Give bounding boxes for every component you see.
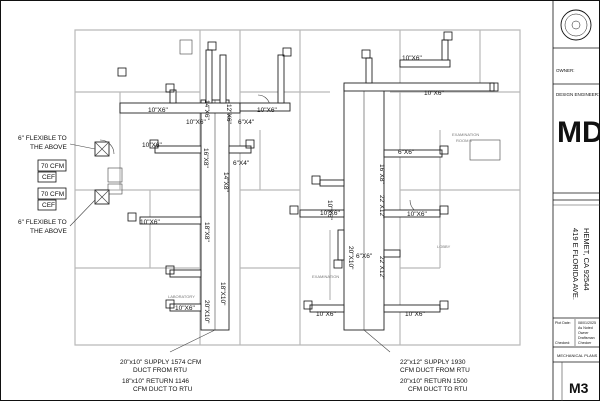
flex-note-top-line1: 6" FLEXIBLE TO xyxy=(18,135,67,142)
flex-note-bottom-line2: THE ABOVE xyxy=(30,228,68,235)
sheet-title: MECHANICAL PLANS xyxy=(557,353,598,358)
duct-size: 10"X6" xyxy=(257,107,277,114)
diffuser xyxy=(207,41,217,51)
return-right-line1: 20"x10" RETURN 1500 xyxy=(400,378,468,385)
duct-size: 16"X8" xyxy=(202,148,209,168)
title-block: OWNER: DESIGN ENGINEER: MD 419 E FLORIDA… xyxy=(552,0,600,401)
flex-note-bottom-line1: 6" FLEXIBLE TO xyxy=(18,219,67,226)
duct-size: 6"X4" xyxy=(233,160,250,167)
diffuser xyxy=(149,139,159,149)
room-name: EXAMINATION xyxy=(312,274,339,279)
diffuser xyxy=(361,49,371,59)
company-logo: MD xyxy=(557,116,600,149)
diffuser xyxy=(165,299,175,309)
scale-note: As Noted xyxy=(578,326,593,330)
upper-right-branch xyxy=(343,82,495,92)
duct-size: 10"X6" xyxy=(320,210,340,217)
return-right-line2: CFM DUCT TO RTU xyxy=(408,386,468,393)
duct-size: 14"X8" xyxy=(222,172,229,192)
bottom-callouts: 20"x10" SUPPLY 1574 CFM DUCT FROM RTU 18… xyxy=(120,329,470,393)
plot-date-value: 08/01/2025 xyxy=(578,321,596,325)
diffuser xyxy=(245,139,255,149)
room-name: LABORATORY xyxy=(168,294,195,299)
duct-size: 10"X6" xyxy=(407,211,427,218)
duct-size: 12"X6" xyxy=(225,104,232,124)
duct-size: 10"X6" xyxy=(142,142,162,149)
duct-size: 10"X6" xyxy=(402,55,422,62)
return-left-line1: 18"x10" RETURN 1146 xyxy=(122,378,189,385)
duct-size: 22"X12" xyxy=(378,195,385,219)
duct-size: 10"X6" xyxy=(316,311,336,318)
diffuser xyxy=(165,83,175,93)
project-address-line2: HEMET, CA 92544 xyxy=(582,228,591,291)
duct-size: 18"X10" xyxy=(219,282,226,306)
supply-left-line1: 20"x10" SUPPLY 1574 CFM xyxy=(120,359,201,366)
duct-size: 6"X6" xyxy=(398,149,415,156)
cfm-bottom-line2: CEF xyxy=(42,202,55,209)
supply-right-line1: 22"x12" SUPPLY 1930 xyxy=(400,359,466,366)
checker-value: Checker xyxy=(578,341,592,345)
checked-label: Checked: xyxy=(555,341,570,345)
duct-size: 10"X6" xyxy=(148,107,168,114)
floor-plan-walls xyxy=(74,29,521,346)
diffuser xyxy=(489,82,499,92)
cfm-box-top xyxy=(37,159,67,172)
cfm-box-bottom xyxy=(37,187,67,200)
upper-mid-branch xyxy=(239,102,291,112)
upper-left-branch xyxy=(119,102,241,114)
duct-size: 10"X6" xyxy=(175,305,195,312)
diffusers xyxy=(117,31,499,310)
diffuser xyxy=(443,31,453,41)
duct-size: 20"X10" xyxy=(203,300,210,324)
diffuser xyxy=(303,300,313,310)
duct-size: 22"X12" xyxy=(378,256,385,280)
duct-size: 14"X6" xyxy=(203,100,210,120)
supply-right-line2: CFM DUCT FROM RTU xyxy=(400,367,470,374)
flex-note-top-line2: THE ABOVE xyxy=(30,144,68,151)
duct-size: 10"X6" xyxy=(186,119,206,126)
supply-left-line2: DUCT FROM RTU xyxy=(133,367,187,374)
diffuser xyxy=(439,300,449,310)
room-name: EXAMINATION xyxy=(452,132,479,137)
engineer-seal xyxy=(560,9,592,41)
duct-size: 6"X6" xyxy=(356,253,373,260)
duct-size: 10"X6" xyxy=(405,311,425,318)
duct-size: 18"X8" xyxy=(203,222,210,242)
design-engineer-label: DESIGN ENGINEER: xyxy=(556,92,599,97)
diffuser xyxy=(439,205,449,215)
room-number: ROOM 4 xyxy=(456,138,473,143)
diffuser xyxy=(127,212,137,222)
owner-label: OWNER: xyxy=(556,68,575,73)
duct-size: 10"X6" xyxy=(424,90,444,97)
cfm-bottom-line1: 70 CFM xyxy=(41,191,64,198)
owner-row: Owner xyxy=(578,331,589,335)
plot-date-label: Plot Date: xyxy=(555,321,571,325)
room-names: EXAMINATION ROOM 4 EXAMINATION LOBBY LAB… xyxy=(168,132,479,299)
return-left-line2: CFM DUCT TO RTU xyxy=(133,386,193,393)
duct-size: 6"X4" xyxy=(238,119,255,126)
ductwork xyxy=(94,39,495,331)
diffuser xyxy=(165,265,175,275)
duct-size: 10"X6" xyxy=(326,200,333,220)
diffuser xyxy=(439,145,449,155)
sheet-number: M3 xyxy=(569,380,589,396)
duct-size-labels: 10"X6" 10"X6" 6"X4" 12"X6" 14"X6" 10"X6"… xyxy=(140,55,444,324)
diffuser xyxy=(117,67,127,77)
diffuser xyxy=(282,47,292,57)
cfm-top-line1: 70 CFM xyxy=(41,163,64,170)
room-name: LOBBY xyxy=(437,244,451,249)
cfm-top-line2: CEF xyxy=(42,174,55,181)
diffuser xyxy=(333,259,343,269)
duct-size: 20"X10" xyxy=(347,246,354,270)
duct-size: 10"X6" xyxy=(140,219,160,226)
drafted-row: Draftsman xyxy=(578,336,595,340)
diffuser xyxy=(311,175,321,185)
project-address-line1: 419 E FLORIDA AVE. xyxy=(571,228,580,300)
left-callouts: 6" FLEXIBLE TO THE ABOVE 70 CFM CEF 70 C… xyxy=(18,135,96,235)
duct-size: 16"X8" xyxy=(378,164,385,184)
diffuser xyxy=(289,205,299,215)
